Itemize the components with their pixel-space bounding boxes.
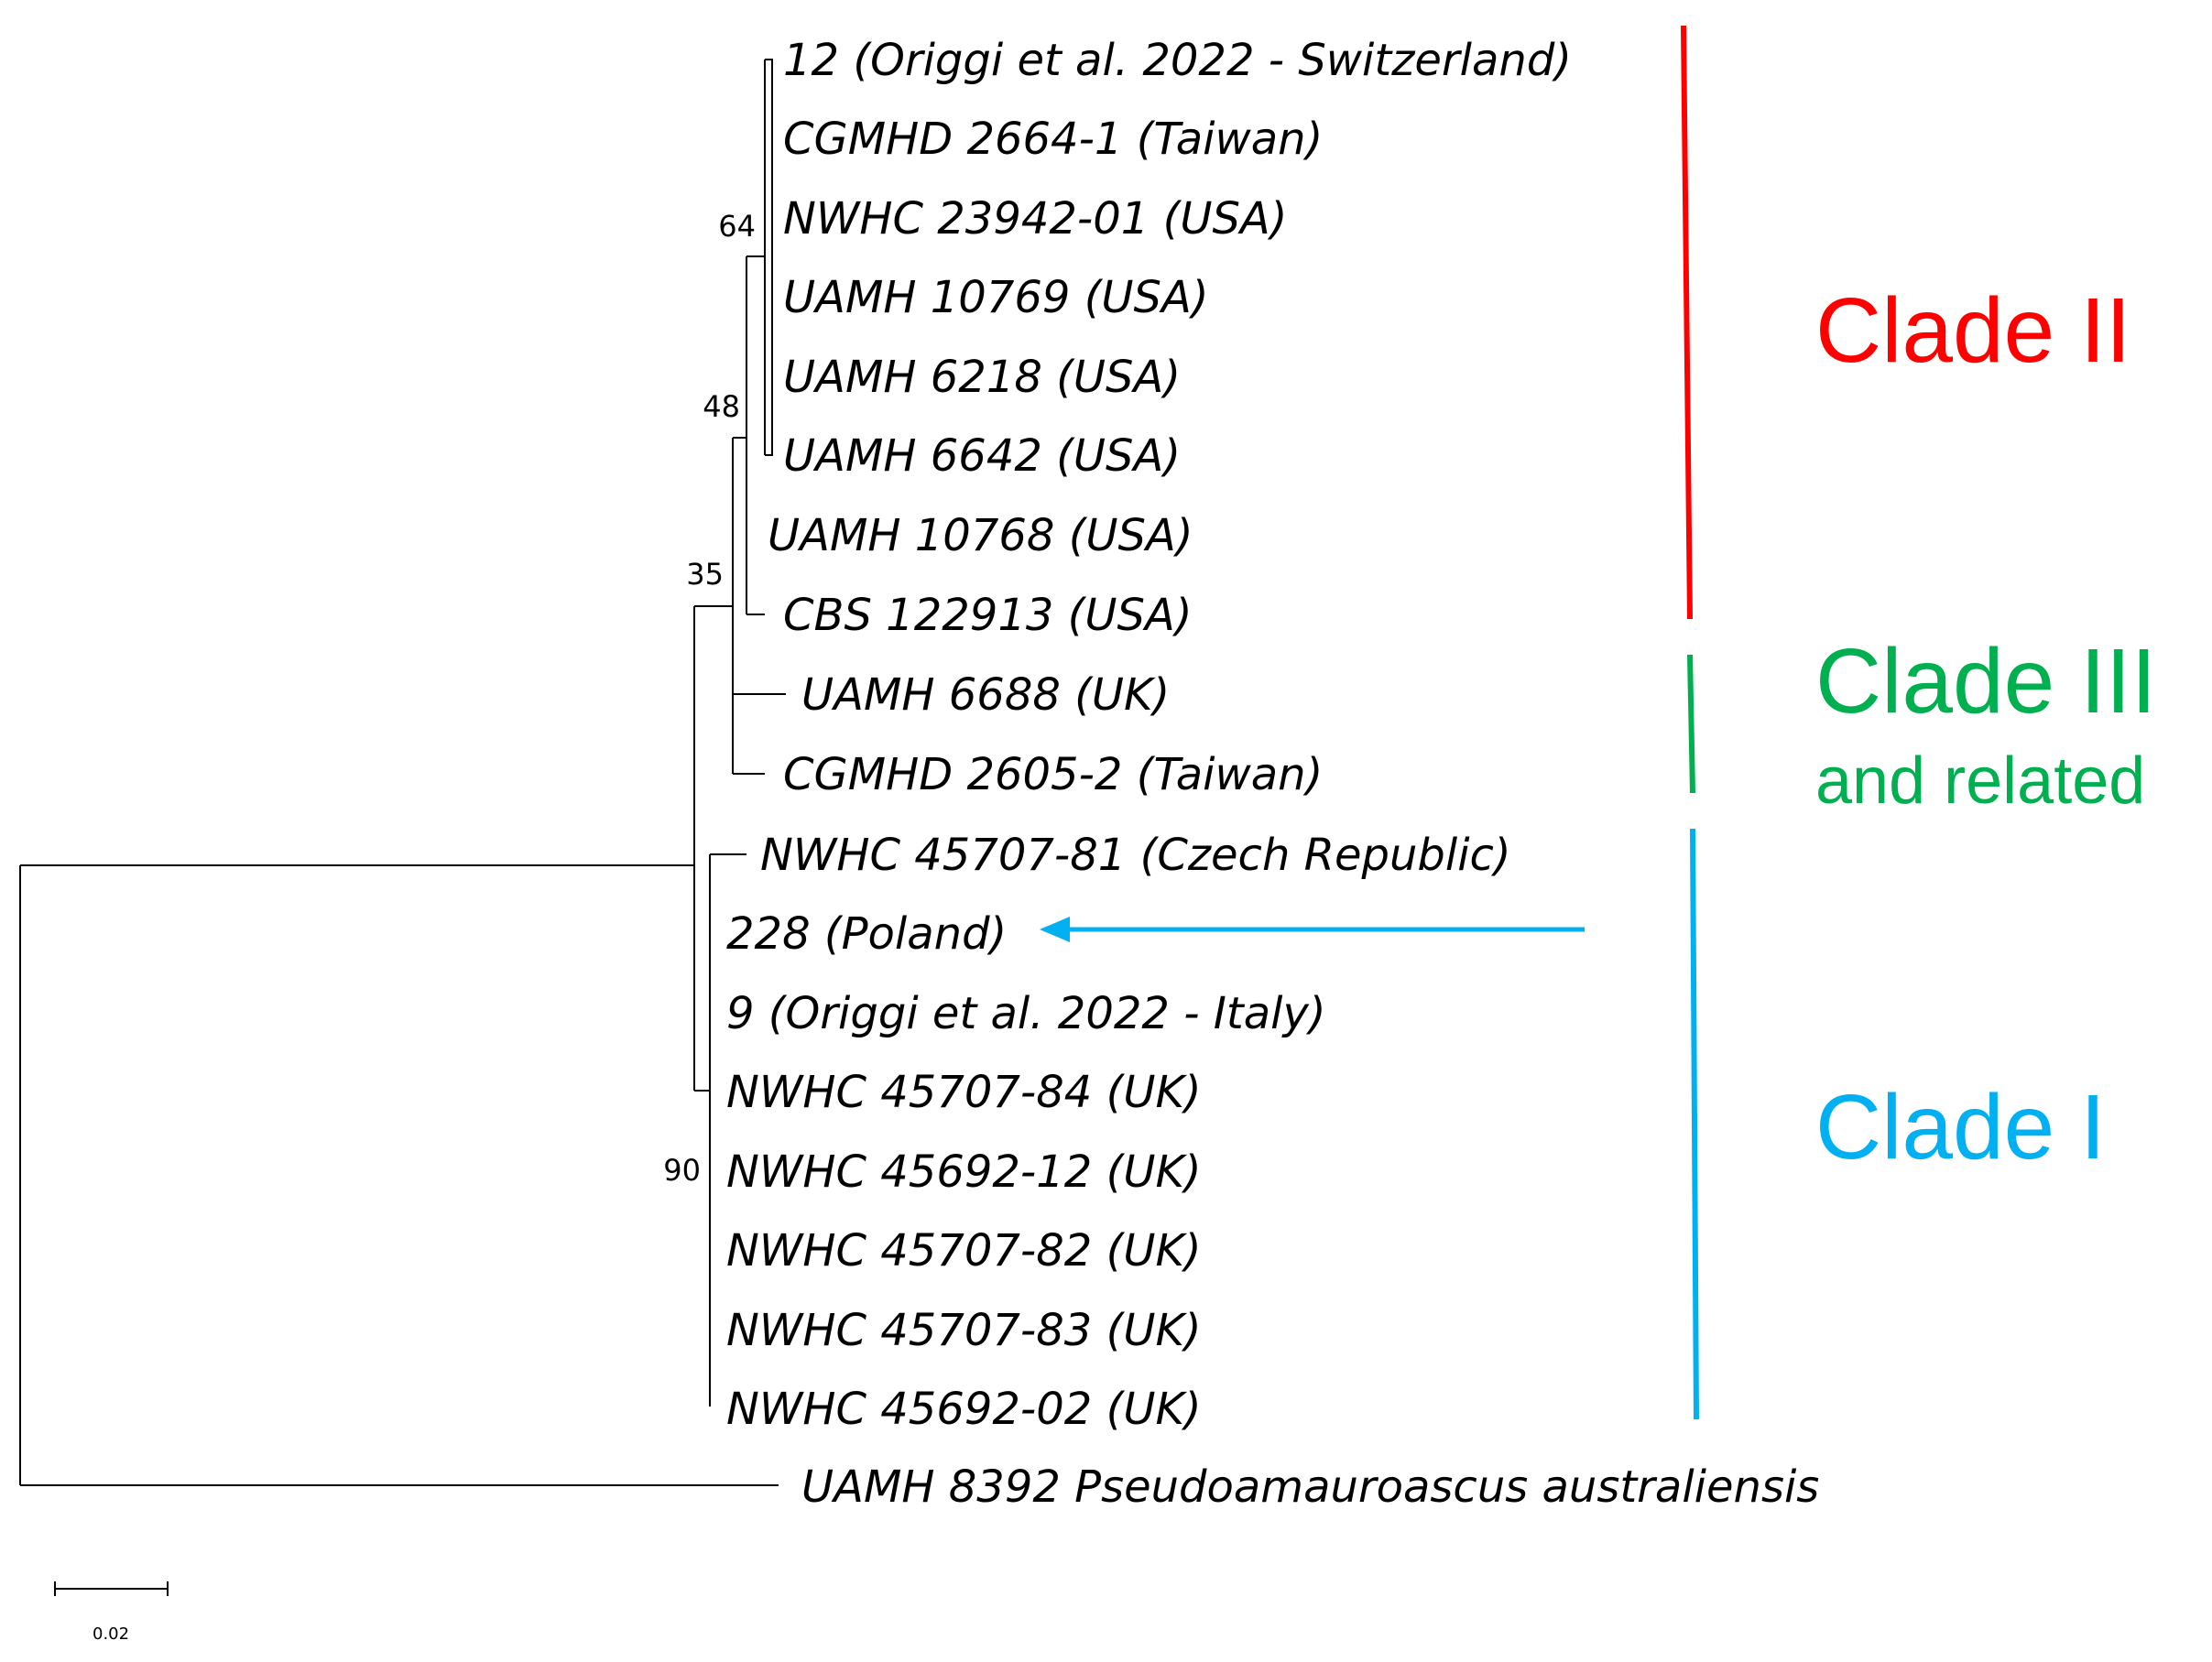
taxon-label: NWHC 45692-12 (UK) [726,1146,1202,1198]
branch-node64-inner [765,59,773,456]
taxon-label: NWHC 45707-84 (UK) [726,1067,1202,1118]
taxon-label-highlighted: 228 (Poland) [726,908,1007,960]
clade-iii-label: Clade III [1815,630,2156,733]
taxon-label: NWHC 45707-81 (Czech Republic) [760,830,1511,881]
bootstrap-35: 35 [686,557,724,592]
clade-labels: Clade II Clade III and related Clade I [1815,279,2156,1179]
taxon-label: NWHC 45692-02 (UK) [726,1384,1202,1435]
taxon-label: UAMH 10768 (USA) [768,510,1193,561]
taxon-label: UAMH 10769 (USA) [783,272,1209,323]
taxon-label: CBS 122913 (USA) [783,590,1193,641]
bootstrap-values: 64 48 35 90 [663,209,756,1188]
scale-bar: 0.02 [54,1581,169,1644]
highlight-arrow [1040,917,1585,942]
tree-branches [19,59,786,1486]
taxon-label-outgroup: UAMH 8392 Pseudoamauroascus australiensi… [801,1461,1819,1513]
taxon-label: UAMH 6218 (USA) [783,352,1181,403]
taxon-label: NWHC 45707-83 (UK) [726,1305,1202,1356]
arrow-head-icon [1040,917,1070,942]
bootstrap-90: 90 [663,1153,701,1188]
taxon-label: UAMH 6688 (UK) [801,669,1170,721]
clade-iii-sublabel: and related [1815,744,2145,818]
taxon-label: 9 (Origgi et al. 2022 - Italy) [726,988,1326,1039]
bootstrap-48: 48 [703,389,740,424]
taxon-label: NWHC 23942-01 (USA) [783,193,1287,244]
clade-bars [1681,25,1699,1420]
clade-i-bar [1690,828,1699,1420]
bootstrap-64: 64 [718,209,756,244]
taxon-label: NWHC 45707-82 (UK) [726,1225,1202,1276]
clade-ii-bar [1681,25,1693,620]
clade-iii-bar [1687,654,1695,794]
taxon-labels: 12 (Origgi et al. 2022 - Switzerland) CG… [726,35,1819,1513]
clade-i-label: Clade I [1815,1076,2106,1179]
scale-bar-label: 0.02 [93,1624,129,1644]
taxon-label: UAMH 6642 (USA) [783,430,1181,482]
taxon-label: CGMHD 2605-2 (Taiwan) [783,749,1323,800]
clade-ii-label: Clade II [1815,279,2131,382]
taxon-label: CGMHD 2664-1 (Taiwan) [783,114,1323,165]
taxon-label: 12 (Origgi et al. 2022 - Switzerland) [783,35,1572,86]
